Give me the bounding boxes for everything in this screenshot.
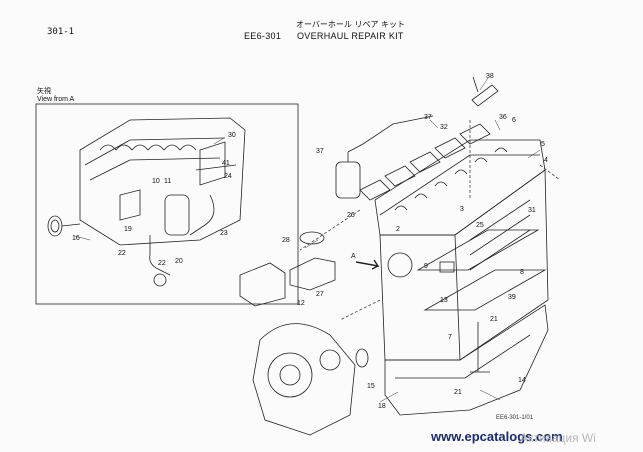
callout-23: 23	[220, 230, 228, 237]
callout-16: 16	[72, 235, 80, 242]
callout-39: 39	[508, 294, 516, 301]
water-pump	[239, 262, 286, 307]
view-arrow-a	[355, 259, 380, 270]
oil-filter-element	[335, 115, 434, 199]
callout-11: 11	[164, 178, 172, 185]
callout-13: 13	[440, 297, 448, 304]
callout-14: 14	[518, 377, 526, 384]
callout-8: 8	[520, 269, 524, 276]
callout-36: 36	[499, 114, 507, 121]
callout-21b: 21	[454, 389, 462, 396]
callout-25: 25	[476, 222, 484, 229]
callout-6: 6	[512, 117, 516, 124]
callout-20: 20	[175, 258, 183, 265]
callout-28: 28	[282, 237, 290, 244]
callout-38: 38	[486, 73, 494, 80]
callout-37: 37	[424, 114, 432, 121]
callout-3: 3	[460, 206, 464, 213]
callout-31: 31	[528, 207, 536, 214]
callout-2: 2	[396, 226, 400, 233]
title-japanese: オーバーホール リペア キット	[296, 20, 406, 29]
callout-4: 4	[544, 157, 548, 164]
inset-label-jp: 矢視	[37, 88, 51, 95]
injection-nozzle	[471, 76, 499, 107]
section-code: EE6-301	[244, 31, 282, 41]
callout-10: 10	[152, 178, 160, 185]
valve-cover-gasket	[416, 229, 547, 311]
main-cylinder-head	[374, 139, 546, 236]
thermostat-housing	[289, 231, 336, 291]
title-english: OVERHAUL REPAIR KIT	[297, 31, 404, 41]
page-ref: 301-1	[47, 27, 75, 37]
callout-21: 21	[490, 316, 498, 323]
os-activation-overlay: Активация Wi	[520, 431, 596, 445]
callout-9: 9	[424, 263, 428, 270]
callout-26: 26	[347, 212, 355, 219]
callout-41: 41	[222, 160, 230, 167]
footer-drawing-code: EE6-301-1/01	[496, 415, 534, 421]
callout-5: 5	[541, 141, 545, 148]
inset-engine-block	[47, 117, 246, 287]
callout-22: 22	[118, 250, 126, 257]
callout-22b: 22	[158, 260, 166, 267]
dipstick-tube	[470, 322, 490, 373]
callout-12: 12	[297, 300, 305, 307]
oil-pan	[384, 304, 549, 416]
watermark-link[interactable]: www.epcatalogs.com	[431, 429, 563, 444]
inset-label-en: View from A	[37, 96, 75, 103]
callout-19: 19	[124, 226, 132, 233]
inset-frame	[35, 103, 299, 305]
callout-18: 18	[378, 403, 386, 410]
gasket-ring-15	[355, 348, 369, 368]
callout-24: 24	[224, 173, 232, 180]
callout-15: 15	[367, 383, 375, 390]
callout-37b: 37	[316, 148, 324, 155]
callout-32: 32	[440, 124, 448, 131]
callout-7: 7	[448, 334, 452, 341]
callout-A: A	[351, 253, 356, 260]
timing-gear-case	[252, 323, 356, 436]
callout-30: 30	[228, 132, 236, 139]
exhaust-manifold-gasket	[359, 123, 491, 201]
callout-27: 27	[316, 291, 324, 298]
